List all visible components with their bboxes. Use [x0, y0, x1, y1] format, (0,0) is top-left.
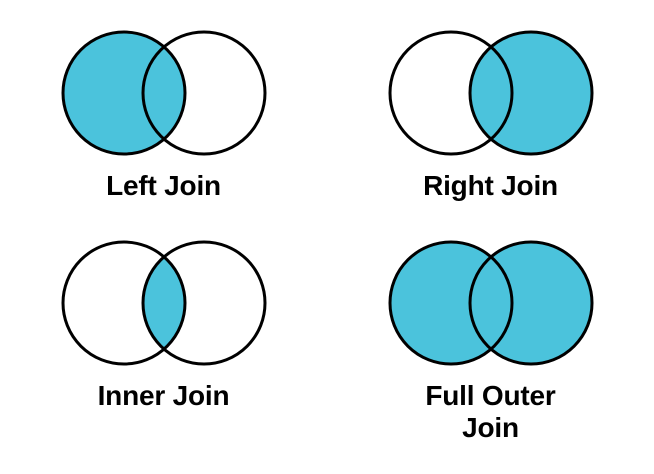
venn-inner-join — [61, 238, 267, 368]
join-diagram-left-join[interactable]: Left Join — [0, 28, 327, 202]
join-label-left-join: Left Join — [106, 170, 221, 201]
venn-full-outer-join — [388, 238, 594, 368]
left-circle-outline — [388, 30, 513, 156]
join-label-inner-join: Inner Join — [97, 380, 230, 411]
intersection-region — [469, 32, 512, 154]
venn-svg-full-outer-join — [388, 240, 593, 366]
intersection-region — [142, 242, 185, 364]
venn-svg-inner-join — [61, 240, 266, 366]
left-circle-outline — [388, 240, 513, 366]
venn-svg-right-join — [388, 30, 593, 156]
join-label-full-outer-join: Full Outer Join — [425, 380, 556, 444]
right-circle — [469, 242, 592, 364]
venn-left-join — [61, 28, 267, 158]
venn-right-join — [388, 28, 594, 158]
join-diagram-inner-join[interactable]: Inner Join — [0, 238, 327, 412]
join-label-right-join: Right Join — [423, 170, 558, 201]
right-circle-outline — [141, 30, 266, 156]
intersection-region — [142, 32, 185, 154]
join-diagram-full-outer-join[interactable]: Full Outer Join — [327, 238, 654, 445]
join-diagram-right-join[interactable]: Right Join — [327, 28, 654, 202]
right-circle-outline — [468, 240, 593, 366]
right-circle-outline — [141, 240, 266, 366]
right-circle-outline — [468, 30, 593, 156]
left-circle-outline — [61, 30, 186, 156]
left-circle-outline — [61, 240, 186, 366]
venn-svg-left-join — [61, 30, 266, 156]
